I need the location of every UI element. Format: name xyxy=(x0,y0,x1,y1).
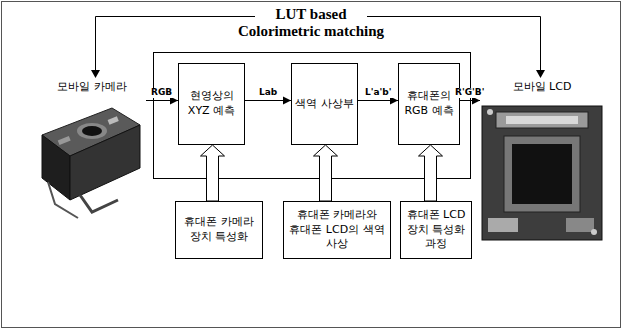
lcd-illustration xyxy=(482,106,602,240)
node-text: 휴대폰 카메라와 휴대폰 LCD의 색역 사상 xyxy=(287,208,387,253)
process-box: 휴대폰의 RGB 예측 xyxy=(398,63,460,145)
node-text: 휴대폰 LCD 장치 특성화 과정 xyxy=(404,208,468,253)
node-text: 휴대폰 카메라 장치 특성화 xyxy=(179,215,259,245)
process-box: 현영상의 XYZ 예측 xyxy=(178,63,245,145)
edge-label: R'G'B' xyxy=(454,88,485,98)
connector-arrow xyxy=(201,145,225,201)
process-box: 색역 사상부 xyxy=(291,63,358,145)
diagram-title: LUT based Colorimetric matching xyxy=(237,6,385,41)
node-text: 현영상의 XYZ 예측 xyxy=(182,89,241,119)
node-text: 모바일 카메라 xyxy=(57,80,127,95)
lcd-device: 모바일 LCD xyxy=(480,80,604,244)
edge-label: RGB xyxy=(150,88,173,98)
gamut-mapping-box: 휴대폰 카메라와 휴대폰 LCD의 색역 사상 xyxy=(283,201,391,259)
characterization-box: 휴대폰 카메라 장치 특성화 xyxy=(175,201,263,259)
characterization-box: 휴대폰 LCD 장치 특성화 과정 xyxy=(400,201,472,259)
edge-label: Lab xyxy=(258,88,278,98)
node-text: 색역 사상부 xyxy=(295,97,354,112)
camera-illustration xyxy=(42,108,140,218)
connector-arrow xyxy=(314,145,338,201)
node-text: 모바일 LCD xyxy=(513,80,572,95)
node-text: 휴대폰의 RGB 예측 xyxy=(402,89,456,119)
edge-label: L'a'b' xyxy=(364,88,393,98)
connector-arrow xyxy=(419,145,443,201)
camera-device: 모바일 카메라 xyxy=(38,80,146,226)
lut-block-frame xyxy=(154,53,471,179)
